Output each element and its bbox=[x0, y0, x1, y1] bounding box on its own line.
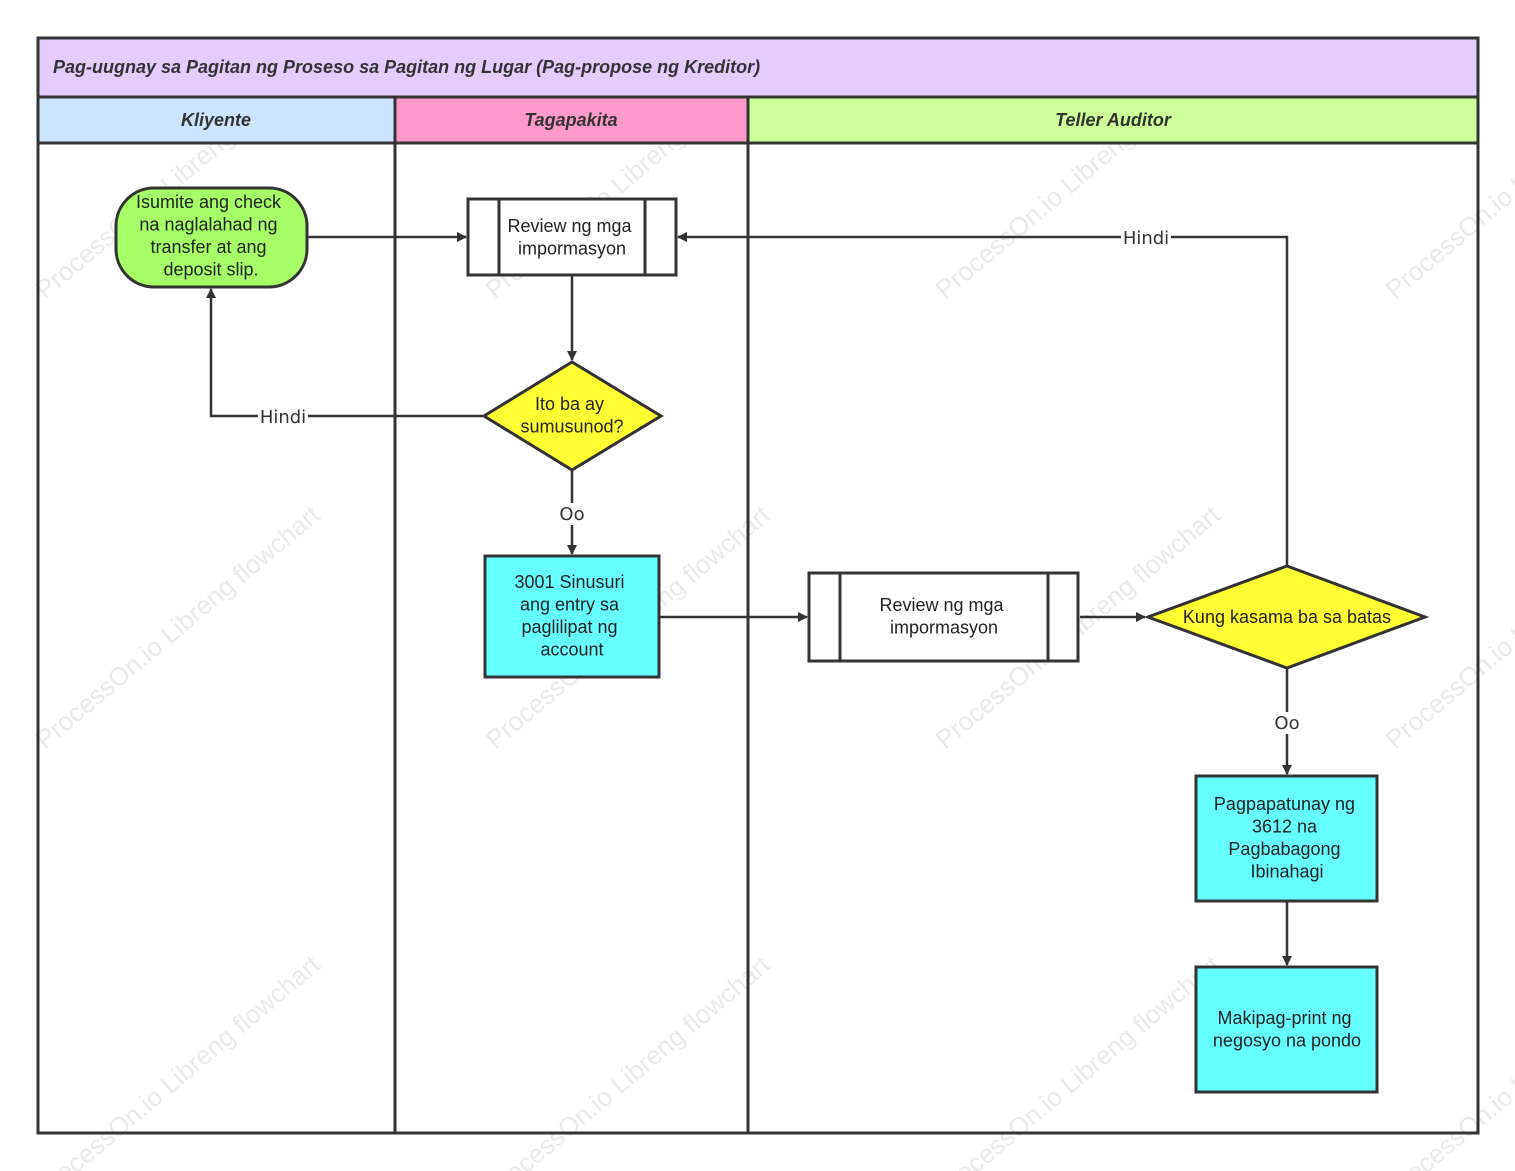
edge-label-decision1-no: Hindi bbox=[260, 407, 306, 428]
edge-decision1-no bbox=[206, 288, 484, 418]
lane-headers: Kliyente Tagapakita Teller Auditor bbox=[36, 95, 1480, 145]
watermark: ProcessOn.io Libreng flowchart bbox=[1380, 949, 1515, 1171]
node-decision1-text: Ito ba ay sumusunod? bbox=[520, 394, 623, 437]
lane-label-teller-auditor: Teller Auditor bbox=[1055, 110, 1172, 130]
edge-label-decision2-yes: Oo bbox=[1274, 713, 1299, 734]
pool-title: Pag-uugnay sa Pagitan ng Proseso sa Pagi… bbox=[36, 36, 1480, 99]
subprocess-shape bbox=[807, 571, 1080, 663]
lane-header-teller-auditor bbox=[746, 95, 1480, 145]
node-submit-check[interactable]: Isumite ang check na naglalahad ng trans… bbox=[114, 186, 309, 289]
lane-header-tagapakita bbox=[393, 95, 750, 145]
node-3001-text: 3001 Sinusuri ang entry sa paglilipat ng… bbox=[514, 572, 629, 660]
lane-body-teller-auditor bbox=[746, 141, 1480, 1135]
subprocess-shape bbox=[466, 197, 678, 277]
lane-bodies bbox=[36, 141, 1480, 1135]
node-decision-lawful[interactable]: Kung kasama ba sa batas bbox=[1143, 564, 1430, 670]
edge-label-decision1-yes: Oo bbox=[559, 504, 584, 525]
edge-labels: Hindi Oo Hindi Oo bbox=[258, 227, 1302, 734]
terminal-shape bbox=[114, 186, 309, 289]
process-shape bbox=[483, 554, 661, 679]
watermark: ProcessOn.io Libreng flowchart bbox=[480, 949, 777, 1171]
nodes: Isumite ang check na naglalahad ng trans… bbox=[114, 186, 1430, 1094]
node-print-fund[interactable]: Makipag-print ng negosyo na pondo bbox=[1194, 965, 1379, 1094]
watermark: ProcessOn.io Libreng flowchart bbox=[930, 949, 1227, 1171]
title-bar bbox=[36, 36, 1480, 99]
edge-label-decision2-no: Hindi bbox=[1123, 228, 1169, 249]
node-process-3001[interactable]: 3001 Sinusuri ang entry sa paglilipat ng… bbox=[483, 554, 661, 679]
decision-shape bbox=[1143, 564, 1430, 670]
decision-shape bbox=[481, 360, 664, 472]
process-shape bbox=[1194, 774, 1379, 903]
node-3612-text: Pagpapatunay ng 3612 na Pagbabagong Ibin… bbox=[1214, 794, 1360, 882]
lane-label-tagapakita: Tagapakita bbox=[524, 110, 617, 130]
node-decision-compliant[interactable]: Ito ba ay sumusunod? bbox=[481, 360, 664, 472]
node-submit-text: Isumite ang check na naglalahad ng trans… bbox=[136, 192, 286, 280]
node-decision2-text: Kung kasama ba sa batas bbox=[1183, 607, 1391, 627]
process-shape bbox=[1194, 965, 1379, 1094]
lane-label-kliyente: Kliyente bbox=[181, 110, 251, 130]
node-print-text: Makipag-print ng negosyo na pondo bbox=[1213, 1008, 1361, 1051]
pool-title-text: Pag-uugnay sa Pagitan ng Proseso sa Pagi… bbox=[53, 57, 760, 77]
edge-label-bg bbox=[1272, 712, 1302, 734]
node-review-info-1[interactable]: Review ng mga impormasyon bbox=[466, 197, 678, 277]
node-review-info-2[interactable]: Review ng mga impormasyon bbox=[807, 571, 1080, 663]
watermark: ProcessOn.io Libreng flowchart bbox=[30, 499, 327, 755]
node-review1-text: Review ng mga impormasyon bbox=[507, 216, 636, 259]
lane-body-kliyente bbox=[36, 141, 397, 1135]
node-review2-text: Review ng mga impormasyon bbox=[879, 595, 1008, 638]
edge-decision2-no bbox=[677, 232, 1289, 566]
node-process-3612[interactable]: Pagpapatunay ng 3612 na Pagbabagong Ibin… bbox=[1194, 774, 1379, 903]
watermark: ProcessOn.io Libreng flowchart bbox=[30, 949, 327, 1171]
edge-label-bg bbox=[258, 406, 308, 428]
edge-label-bg bbox=[1121, 227, 1171, 249]
edge-label-bg bbox=[557, 503, 587, 525]
